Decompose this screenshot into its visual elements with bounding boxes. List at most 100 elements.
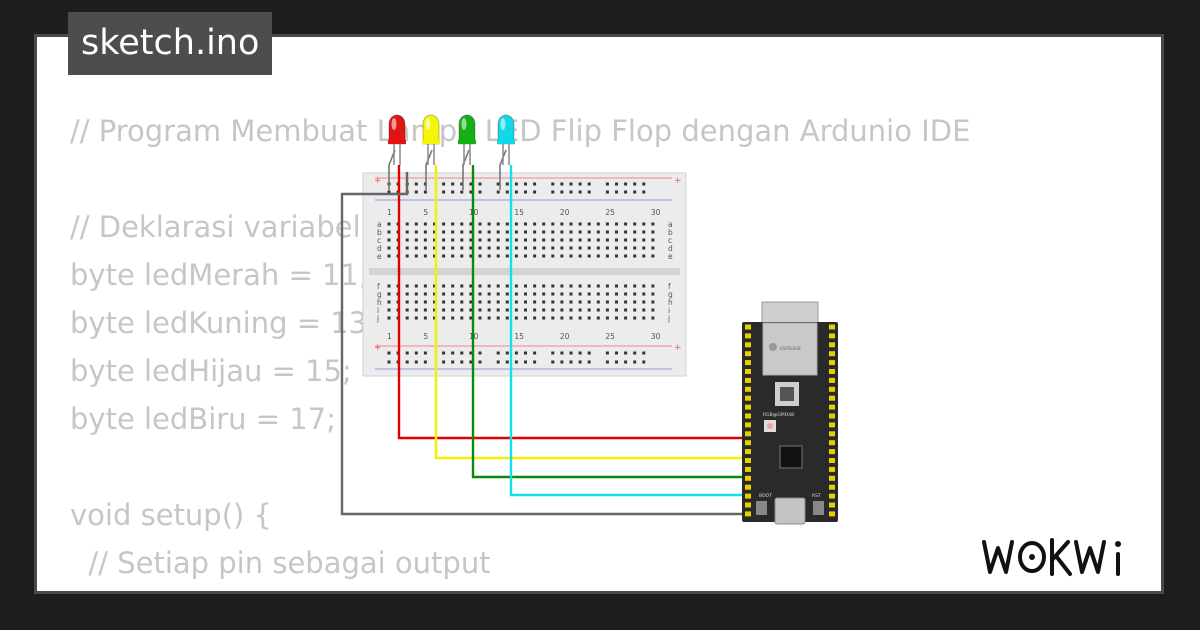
header-pin (745, 324, 751, 330)
header-pin (829, 351, 835, 357)
svg-text:+: + (674, 343, 682, 353)
column-label: 1 (387, 208, 392, 217)
row-label: j (376, 314, 379, 323)
header-pin (829, 458, 835, 463)
row-label: f (377, 282, 380, 291)
header-pin (829, 360, 835, 366)
led-leg (499, 149, 507, 190)
row-label: g (377, 290, 382, 299)
esp32-board[interactable]: ESPRESSIF RGB@GPIO48 BOOT RST (742, 301, 838, 525)
header-pin (829, 440, 835, 446)
led-leg (388, 149, 396, 190)
wire-green[interactable] (471, 165, 748, 479)
row-label: c (668, 236, 672, 245)
header-pin (745, 484, 751, 490)
row-label: i (377, 306, 379, 315)
boot-button[interactable] (756, 501, 767, 515)
header-pin (829, 377, 835, 383)
led-yellow[interactable] (422, 114, 440, 165)
column-label: 1 (387, 332, 392, 341)
header-pin (745, 413, 751, 419)
header-pin (745, 351, 751, 357)
code-line: byte ledMerah = 11; (70, 258, 369, 292)
rst-label: RST (812, 493, 821, 499)
code-line: void setup() { (70, 498, 272, 532)
chip-label: ESPRESSIF (780, 346, 802, 351)
row-label: b (377, 228, 382, 237)
usb-port (774, 497, 806, 525)
header-pin (829, 502, 835, 508)
led-leg (425, 149, 433, 190)
header-pin (745, 377, 751, 383)
row-label: a (377, 220, 382, 229)
row-label: i (668, 306, 670, 315)
header-pin (829, 333, 835, 339)
header-pin (745, 502, 751, 508)
boot-label: BOOT (759, 493, 772, 499)
header-pin (745, 466, 751, 472)
led-green[interactable] (458, 114, 476, 165)
row-label: d (377, 244, 382, 253)
header-pin (829, 422, 835, 428)
header-pin (829, 404, 835, 410)
svg-text:+: + (374, 343, 382, 353)
wokwi-logo (982, 538, 1121, 576)
header-pin (829, 493, 835, 499)
column-label: 5 (423, 332, 428, 341)
header-pin (829, 386, 835, 392)
header-pin (745, 449, 751, 455)
header-pin (745, 511, 751, 517)
column-label: 15 (514, 208, 524, 217)
header-pin (745, 475, 751, 481)
column-label: 20 (560, 332, 570, 341)
header-pin (829, 413, 835, 419)
row-label: a (668, 220, 673, 229)
header-pin (829, 324, 835, 330)
svg-text:+: + (374, 176, 382, 186)
led-cyan[interactable] (497, 114, 515, 165)
led-leg (462, 149, 470, 190)
row-label: c (377, 236, 381, 245)
rgb-led-label: RGB@GPIO48 (763, 412, 794, 418)
led-red[interactable] (388, 114, 406, 165)
header-pin (829, 395, 835, 401)
column-label: 20 (560, 208, 570, 217)
column-label: 15 (514, 332, 524, 341)
header-pin (745, 422, 751, 428)
header-pin (745, 458, 751, 463)
file-tab[interactable]: sketch.ino (68, 12, 273, 75)
wire-red[interactable] (397, 165, 748, 440)
header-pin (829, 369, 835, 374)
header-pin (745, 440, 751, 446)
svg-text:+: + (674, 176, 682, 186)
column-label: 30 (651, 332, 661, 341)
header-pin (829, 511, 835, 517)
wires[interactable] (340, 149, 748, 516)
header-pin (745, 404, 751, 410)
rst-button[interactable] (813, 501, 824, 515)
row-label: j (667, 314, 670, 323)
row-label: h (668, 298, 673, 307)
wire-gnd[interactable] (340, 172, 748, 516)
header-pin (745, 431, 751, 437)
header-pin (829, 342, 835, 348)
header-pin (829, 449, 835, 455)
header-pin (745, 342, 751, 348)
header-pin (745, 333, 751, 339)
column-label: 5 (423, 208, 428, 217)
header-pin (745, 395, 751, 401)
header-pin (745, 493, 751, 499)
row-label: f (668, 282, 671, 291)
wire-cyan[interactable] (509, 165, 748, 497)
row-label: h (377, 298, 382, 307)
header-pin (745, 369, 751, 374)
header-pin (745, 386, 751, 392)
wire-yellow[interactable] (434, 165, 748, 460)
column-label: 30 (651, 208, 661, 217)
code-line: byte ledBiru = 17; (70, 402, 336, 436)
column-label: 25 (605, 208, 615, 217)
header-pin (829, 484, 835, 490)
row-label: e (668, 252, 673, 261)
header-pin (829, 475, 835, 481)
